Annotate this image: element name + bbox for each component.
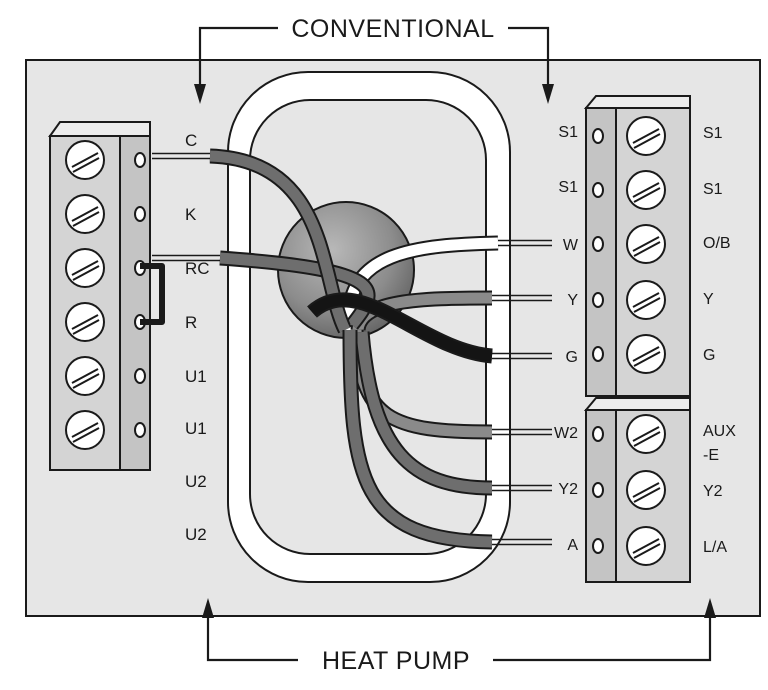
lead-right	[498, 239, 552, 247]
left-terminal-screw	[65, 194, 105, 234]
left-terminal-label-rc: RC	[185, 259, 210, 278]
left-terminal-block	[48, 121, 151, 471]
conventional-arrow-left	[194, 84, 206, 104]
terminal-label-g: G	[703, 347, 715, 364]
heat-pump-arrow-right	[704, 598, 716, 618]
rc-r-jumper	[140, 263, 165, 325]
left-terminal-screw	[65, 302, 105, 342]
right-terminal-hole	[592, 236, 604, 252]
left-terminal-label-k: K	[185, 205, 197, 224]
lead-right	[492, 428, 552, 436]
wire-label-y2: Y2	[558, 481, 578, 498]
wire-gray-rc	[219, 250, 376, 330]
terminal-label-aux: AUX	[703, 423, 736, 440]
left-terminal-label-u1: U1	[185, 367, 207, 386]
left-terminal-screw	[65, 248, 105, 288]
right-terminal-screw	[626, 414, 666, 454]
right-terminal-screw	[626, 280, 666, 320]
right-terminal-hole	[592, 538, 604, 554]
right-terminal-screw	[626, 116, 666, 156]
conventional-heading: CONVENTIONAL	[291, 15, 494, 43]
heat-pump-bracket	[206, 618, 712, 662]
wire-label-w: W	[563, 237, 579, 254]
left-terminal-label-u2: U2	[185, 472, 207, 491]
left-terminal-label-c: C	[185, 131, 197, 150]
lead-rc	[152, 254, 220, 262]
left-terminal-screw	[65, 410, 105, 450]
lead-right	[492, 352, 552, 360]
terminal-label-s1: S1	[703, 181, 723, 198]
wire-black-g	[307, 292, 493, 364]
wire-bundle	[152, 148, 552, 550]
left-terminal-hole	[134, 368, 146, 384]
wire-gray-a	[342, 329, 493, 550]
left-terminal-label-u2: U2	[185, 525, 207, 544]
right-terminal-screw	[626, 526, 666, 566]
right-terminal-screw	[626, 170, 666, 210]
wire-label-w2: W2	[554, 425, 578, 442]
left-terminal-label-u1: U1	[185, 419, 207, 438]
wire-label-g: G	[566, 349, 578, 366]
wire-label-s1: S1	[558, 179, 578, 196]
wire-label-a: A	[567, 537, 578, 554]
left-terminal-screw	[65, 140, 105, 180]
terminal-label-l-a: L/A	[703, 539, 727, 556]
lead-right	[492, 484, 552, 492]
terminal-label-y2: Y2	[703, 483, 723, 500]
wire-gray-y2	[354, 331, 493, 496]
right-terminal-screw	[626, 470, 666, 510]
right-terminal-hole	[592, 426, 604, 442]
terminal-label-s1: S1	[703, 125, 723, 142]
left-terminal-screw	[65, 356, 105, 396]
right-terminal-hole	[592, 182, 604, 198]
terminal-label-y: Y	[703, 291, 714, 308]
terminal-label-o-b: O/B	[703, 235, 731, 252]
left-terminal-hole	[134, 206, 146, 222]
wire-label-y: Y	[567, 292, 578, 309]
right-terminal-hole	[592, 346, 604, 362]
lead-c	[152, 152, 210, 160]
conventional-bracket	[198, 26, 550, 86]
lead-right	[492, 538, 552, 546]
right-terminal-screw	[626, 224, 666, 264]
right-terminal-screw	[626, 334, 666, 374]
heat-pump-heading: HEAT PUMP	[322, 647, 470, 675]
left-terminal-hole	[134, 422, 146, 438]
left-terminal-hole	[134, 152, 146, 168]
heat-pump-arrow-left	[202, 598, 214, 618]
lead-right	[492, 294, 552, 302]
right-terminal-hole	[592, 128, 604, 144]
wire-label-s1: S1	[558, 124, 578, 141]
conventional-arrow-right	[542, 84, 554, 104]
terminal-label-e: -E	[703, 447, 719, 464]
left-terminal-label-r: R	[185, 313, 197, 332]
right-terminal-hole	[592, 292, 604, 308]
right-terminal-hole	[592, 482, 604, 498]
